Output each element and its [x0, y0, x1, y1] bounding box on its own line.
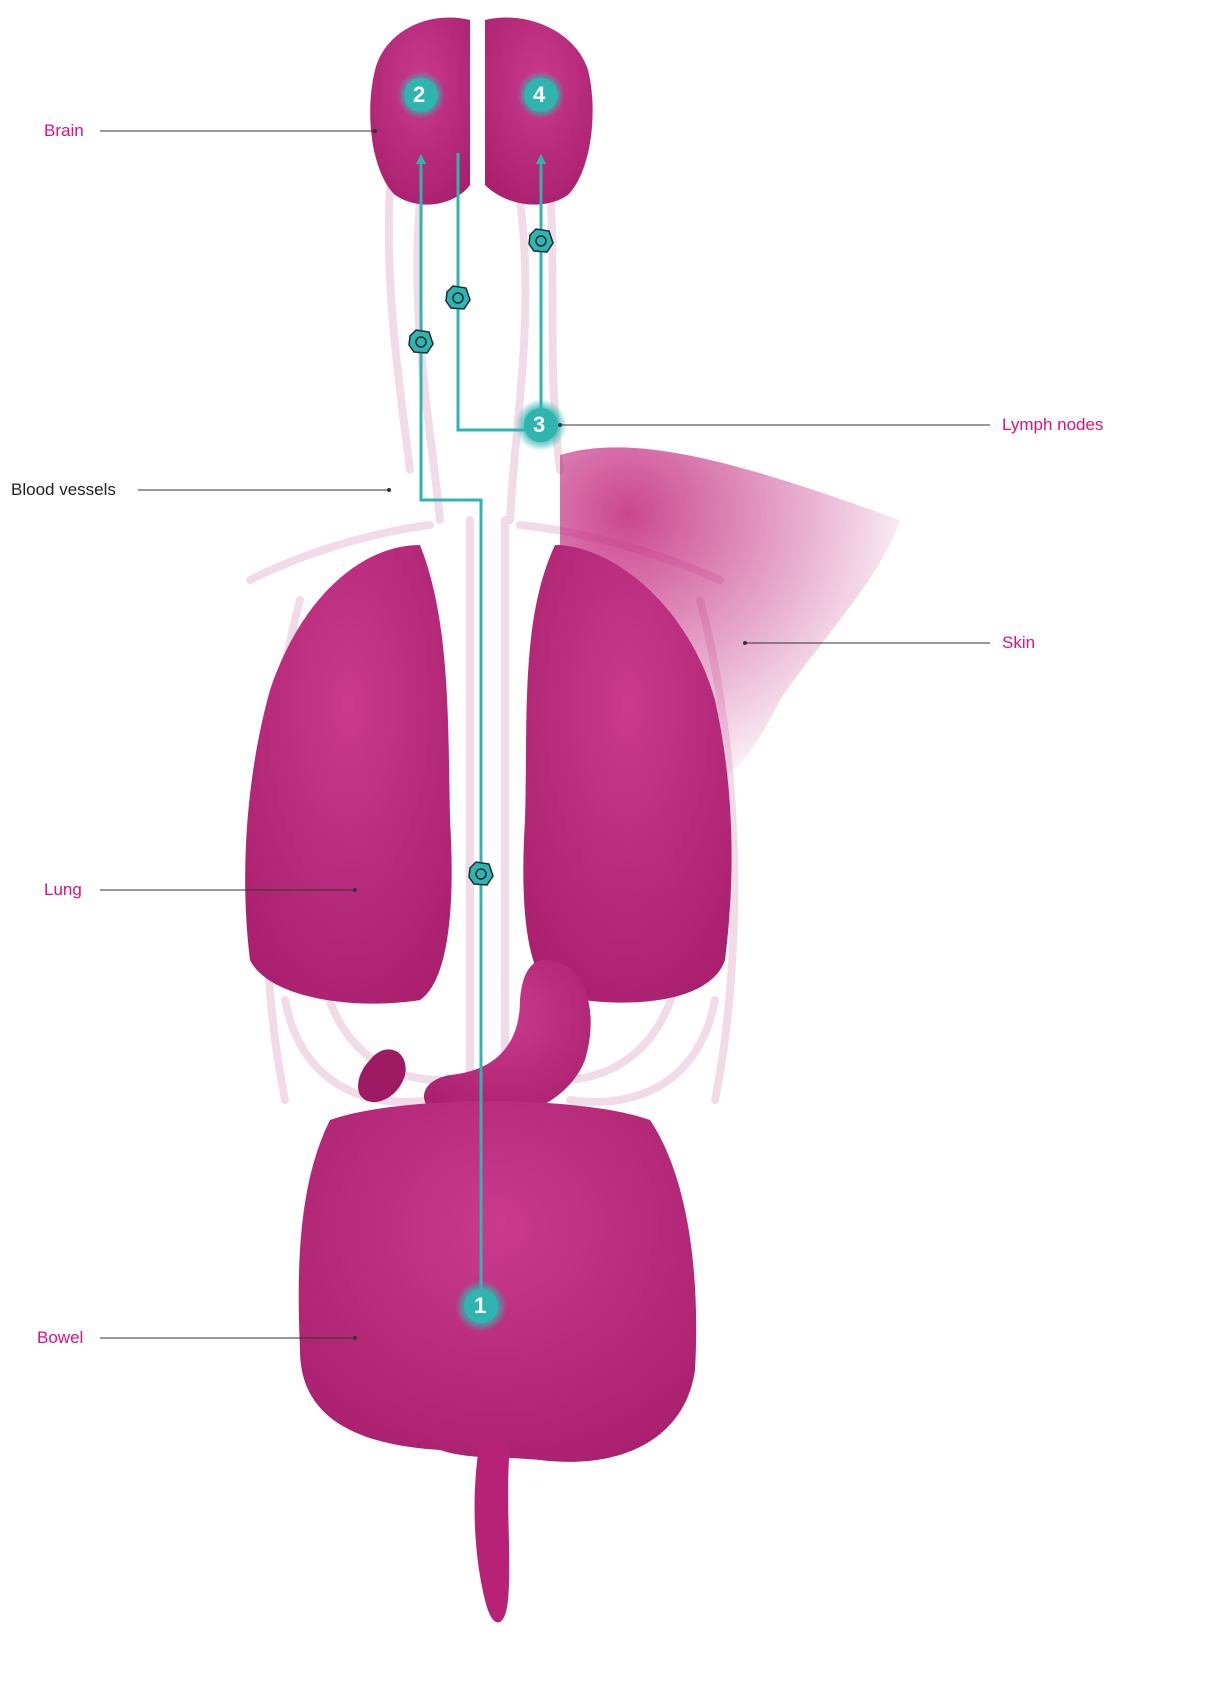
label-skin: Skin — [1002, 633, 1035, 653]
bowel-organ — [299, 1101, 696, 1622]
label-lymph-nodes: Lymph nodes — [1002, 415, 1103, 435]
cell-icon — [469, 862, 493, 885]
step-number-1: 1 — [474, 1294, 486, 1318]
cell-icon — [446, 286, 470, 309]
label-bowel: Bowel — [37, 1328, 83, 1348]
cell-icon — [409, 330, 433, 353]
step-number-3: 3 — [533, 413, 545, 437]
label-blood-vessels: Blood vessels — [11, 480, 116, 500]
label-lung: Lung — [44, 880, 82, 900]
label-brain: Brain — [44, 121, 84, 141]
step-number-4: 4 — [533, 83, 545, 107]
cell-icon — [529, 229, 553, 252]
lung-organ — [245, 545, 731, 1004]
step-number-2: 2 — [413, 83, 425, 107]
